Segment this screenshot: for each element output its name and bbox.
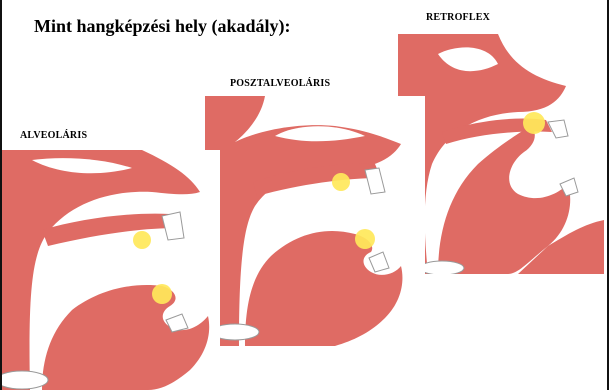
highlight-alveolar	[152, 284, 172, 304]
panel-alveolaris	[2, 150, 220, 390]
retroflex-diagram	[398, 34, 604, 274]
jaw-bone	[420, 261, 464, 274]
label-alveolaris: ALVEOLÁRIS	[20, 130, 87, 141]
label-posztalveolaris: POSZTALVEOLÁRIS	[230, 78, 330, 89]
jaw-bone	[2, 371, 48, 389]
posztalveolaris-diagram	[205, 96, 425, 346]
label-retroflex: RETROFLEX	[426, 12, 490, 23]
alveolaris-diagram	[2, 150, 220, 390]
slide-heading: Mint hangképzési hely (akadály):	[34, 16, 291, 37]
highlight-retroflex	[523, 112, 545, 134]
highlight-palatal	[332, 173, 350, 191]
panel-retroflex	[398, 34, 604, 274]
panel-posztalveolaris	[205, 96, 425, 346]
highlight-alveolar	[355, 229, 375, 249]
highlight-palatal	[133, 231, 151, 249]
